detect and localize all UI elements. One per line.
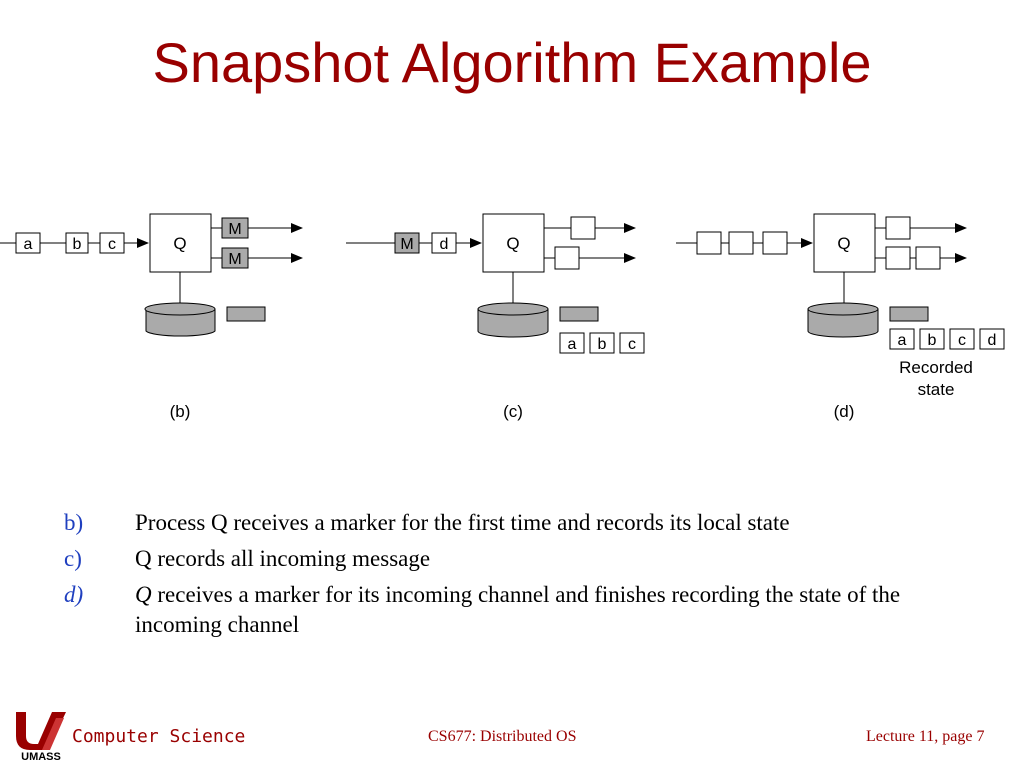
footer-department: Computer Science (72, 726, 246, 747)
footer-page: Lecture 11, page 7 (866, 728, 985, 745)
recorded-a-d: a (898, 332, 907, 349)
process-q-d: Q (837, 234, 850, 253)
bullet-text-italic: Q (135, 582, 152, 607)
process-q: Q (173, 234, 186, 253)
recorded-b-d: b (928, 332, 937, 349)
bullet-text: Q receives a marker for its incoming cha… (135, 580, 944, 640)
recorded-b: b (598, 336, 607, 353)
incoming-msg-b: b (73, 236, 82, 253)
incoming-msg-d: d (440, 236, 449, 253)
bullet-text: Q records all incoming message (135, 546, 431, 571)
caption-c: (c) (503, 402, 523, 421)
incoming-msg-c: c (108, 236, 116, 253)
bullet-d: d) Q receives a marker for its incoming … (64, 580, 944, 640)
recorded-state-label-2: state (918, 380, 955, 399)
bullet-text: Process Q receives a marker for the firs… (135, 510, 790, 535)
caption-d: (d) (834, 402, 855, 421)
incoming-msg-a: a (24, 236, 33, 253)
marker-out-2: M (228, 251, 241, 268)
slide-title: Snapshot Algorithm Example (152, 31, 872, 94)
process-q-c: Q (506, 234, 519, 253)
caption-b: (b) (170, 402, 191, 421)
bullet-label: d) (64, 582, 84, 607)
umass-logo: UMASS (16, 712, 66, 762)
panel-b: a b c Q M M (b) (0, 213, 303, 421)
bullet-label: c) (64, 546, 82, 571)
recorded-a: a (568, 336, 577, 353)
logo-text: UMASS (21, 751, 61, 762)
recorded-state-label-1: Recorded (899, 358, 973, 377)
incoming-marker: M (400, 236, 413, 253)
footer-course: CS677: Distributed OS (428, 728, 577, 745)
recorded-c-d: c (958, 332, 966, 349)
snapshot-diagram: a b c Q M M (b) M d (0, 213, 1005, 421)
bullet-b: b) Process Q receives a marker for the f… (64, 508, 944, 538)
marker-out-1: M (228, 221, 241, 238)
bullet-list: b) Process Q receives a marker for the f… (64, 508, 944, 646)
recorded-c: c (628, 336, 636, 353)
panel-d: Q a b c d Recorded state (d) (676, 213, 1005, 421)
bullet-c: c) Q records all incoming message (64, 544, 944, 574)
bullet-text-rest: receives a marker for its incoming chann… (135, 582, 901, 637)
recorded-d-d: d (988, 332, 997, 349)
panel-c: M d Q a b c (c) (346, 213, 645, 421)
bullet-label: b) (64, 510, 84, 535)
